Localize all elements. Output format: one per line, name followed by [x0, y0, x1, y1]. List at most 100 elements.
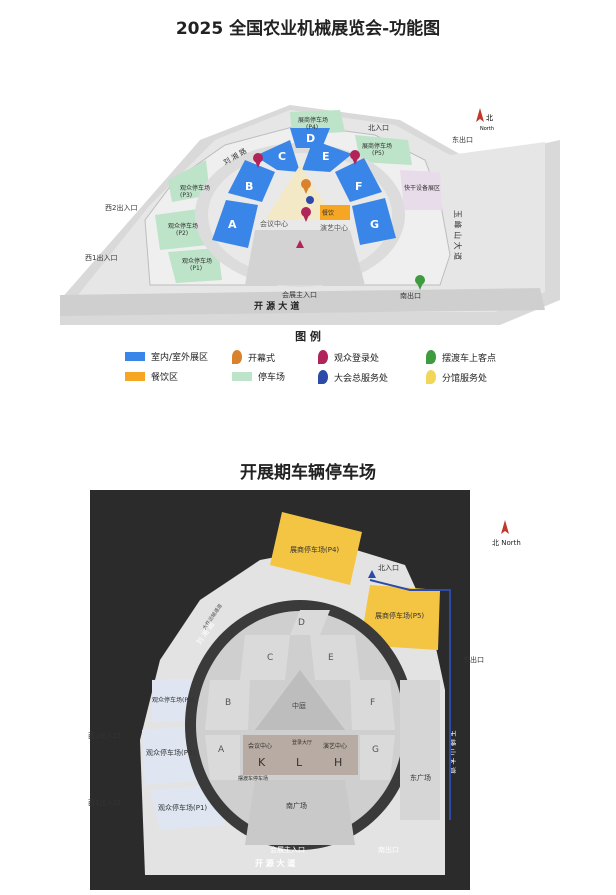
hall-e — [302, 140, 352, 172]
west2-label: 西2出入口 — [88, 731, 120, 740]
hall-c — [240, 635, 290, 680]
north-entry-label: 北入口 — [378, 564, 399, 572]
legend-item-dining: 餐饮区 — [125, 370, 178, 383]
p4-label-b: (P4) — [306, 124, 318, 131]
hall-g-label: G — [372, 745, 379, 755]
parking-p4 — [270, 512, 362, 585]
visitor-registration-pin-icon — [253, 150, 360, 222]
legend-item-shuttle: 摆渡车上客点 — [426, 350, 496, 364]
p3-label: 观众停车场 — [180, 184, 210, 192]
legend-item-registration: 观众登录处 — [318, 350, 379, 364]
hall-b — [228, 160, 275, 202]
visitor-registration-icon — [318, 350, 328, 364]
h-label: H — [334, 756, 342, 769]
road-south-label: 开 源 大 道 — [255, 858, 295, 868]
parking-p2 — [155, 208, 208, 250]
l-sub-label: 登录大厅 — [292, 739, 312, 746]
north-label: 北 North — [492, 539, 521, 547]
west2-label: 西2出入口 — [105, 203, 137, 212]
map2-title: 开展期车辆停车场 — [240, 463, 376, 483]
p1-label: 观众停车场 — [182, 257, 212, 265]
hall-label-d: D — [306, 132, 315, 145]
hall-d — [290, 610, 330, 635]
hall-label-g: G — [370, 218, 379, 231]
south-plaza-label: 南广场 — [286, 801, 307, 810]
shuttle-parking-label: 摆渡车停车场 — [238, 775, 268, 782]
main-gate-marker — [296, 240, 304, 248]
entry-arrow-icon — [368, 570, 376, 578]
shuttle-icon — [426, 350, 436, 364]
legend-title: 图 例 — [295, 330, 321, 343]
parking-p1 — [168, 248, 222, 283]
p3-label-b: (P3) — [180, 192, 192, 199]
road-east-label: 玉 峰 山 大 道 — [448, 730, 457, 774]
opening-ceremony-icon — [232, 350, 242, 364]
west1-label: 西1出入口 — [88, 798, 120, 807]
hall-label-b: B — [245, 180, 253, 193]
opening-ceremony-pin-icon — [301, 179, 311, 194]
p1-label-b: (P1) — [190, 265, 202, 272]
road-south-label: 开 源 大 道 — [254, 300, 299, 312]
hall-f — [335, 158, 382, 202]
side-box-label: 快干设备展区 — [404, 184, 440, 192]
south-exit-label: 南出口 — [378, 845, 399, 854]
north-label-en: North — [480, 126, 494, 132]
south-plaza — [245, 230, 365, 285]
parking-map: D C E B F A G 中庭 会议中心 K 登录大厅 L 演艺中心 H 南广… — [88, 490, 521, 890]
center-left-label: 会议中心 — [260, 219, 288, 228]
hall-g — [360, 735, 395, 780]
hall-f — [350, 680, 395, 730]
legend-item-halls: 室内/室外展区 — [125, 350, 208, 363]
hall-service-icon — [426, 370, 436, 384]
hall-label-a: A — [228, 218, 237, 231]
hall-label-e: E — [322, 150, 330, 163]
p4-label: 展商停车场 — [298, 116, 328, 124]
west1-label: 西1出入口 — [85, 253, 117, 262]
hall-a — [205, 735, 240, 780]
l-label: L — [296, 756, 303, 769]
east-exit-label: 东出口 — [452, 135, 473, 144]
hall-e — [310, 635, 360, 680]
hall-e-label: E — [328, 653, 334, 663]
center-label: 中庭 — [292, 701, 306, 710]
legend-item-general-service: 大会总服务处 — [318, 370, 388, 384]
p5-label-b: (P5) — [372, 150, 384, 157]
parking-p5 — [355, 135, 412, 165]
hall-a — [212, 200, 258, 248]
p5-label: 展商停车场(P5) — [375, 611, 424, 620]
legend-swatch-dining — [125, 372, 145, 381]
function-map: A B C D E F G 会议中心 演艺中心 观众停车场 (P3) 观众停车场… — [60, 105, 560, 325]
east-exit-label: 东出口 — [463, 655, 484, 664]
east-plaza-label: 东广场 — [410, 773, 431, 782]
center-right-label: 演艺中心 — [320, 223, 348, 232]
hall-label-c: C — [278, 150, 286, 163]
hall-a-label: A — [218, 745, 225, 755]
shuttle-pin-icon — [415, 275, 425, 290]
center-atrium — [265, 165, 335, 220]
h-sub-label: 演艺中心 — [323, 742, 347, 750]
p4-label: 展商停车场(P4) — [290, 545, 339, 554]
legend-swatch-halls — [125, 352, 145, 361]
hall-f-label: F — [370, 698, 375, 708]
p1-label: 观众停车场(P1) — [158, 803, 207, 812]
north-arrow-icon — [501, 520, 509, 534]
east-plaza — [400, 680, 440, 820]
hall-g — [352, 198, 396, 245]
hall-label-f: F — [355, 180, 363, 193]
hall-d-label: D — [298, 618, 305, 628]
klh-block — [243, 735, 358, 775]
legend-item-parking: 停车场 — [232, 370, 285, 383]
traffic-route — [369, 579, 451, 820]
map1-title: 2025 全国农业机械展览会-功能图 — [175, 19, 441, 39]
p2-label: 观众停车场 — [168, 222, 198, 230]
p3-label: 观众停车场(P3) — [152, 696, 194, 704]
hall-b-label: B — [225, 698, 231, 708]
dining-area — [320, 205, 350, 220]
legend-item-opening: 开幕式 — [232, 350, 275, 364]
center-atrium — [255, 670, 345, 730]
road-east-label: 玉 峰 山 大 道 — [453, 210, 463, 260]
south-main-label: 会展主入口 — [282, 290, 317, 299]
general-service-icon — [318, 370, 328, 384]
general-service-pin-icon — [306, 196, 314, 204]
parking-p5 — [360, 585, 440, 650]
